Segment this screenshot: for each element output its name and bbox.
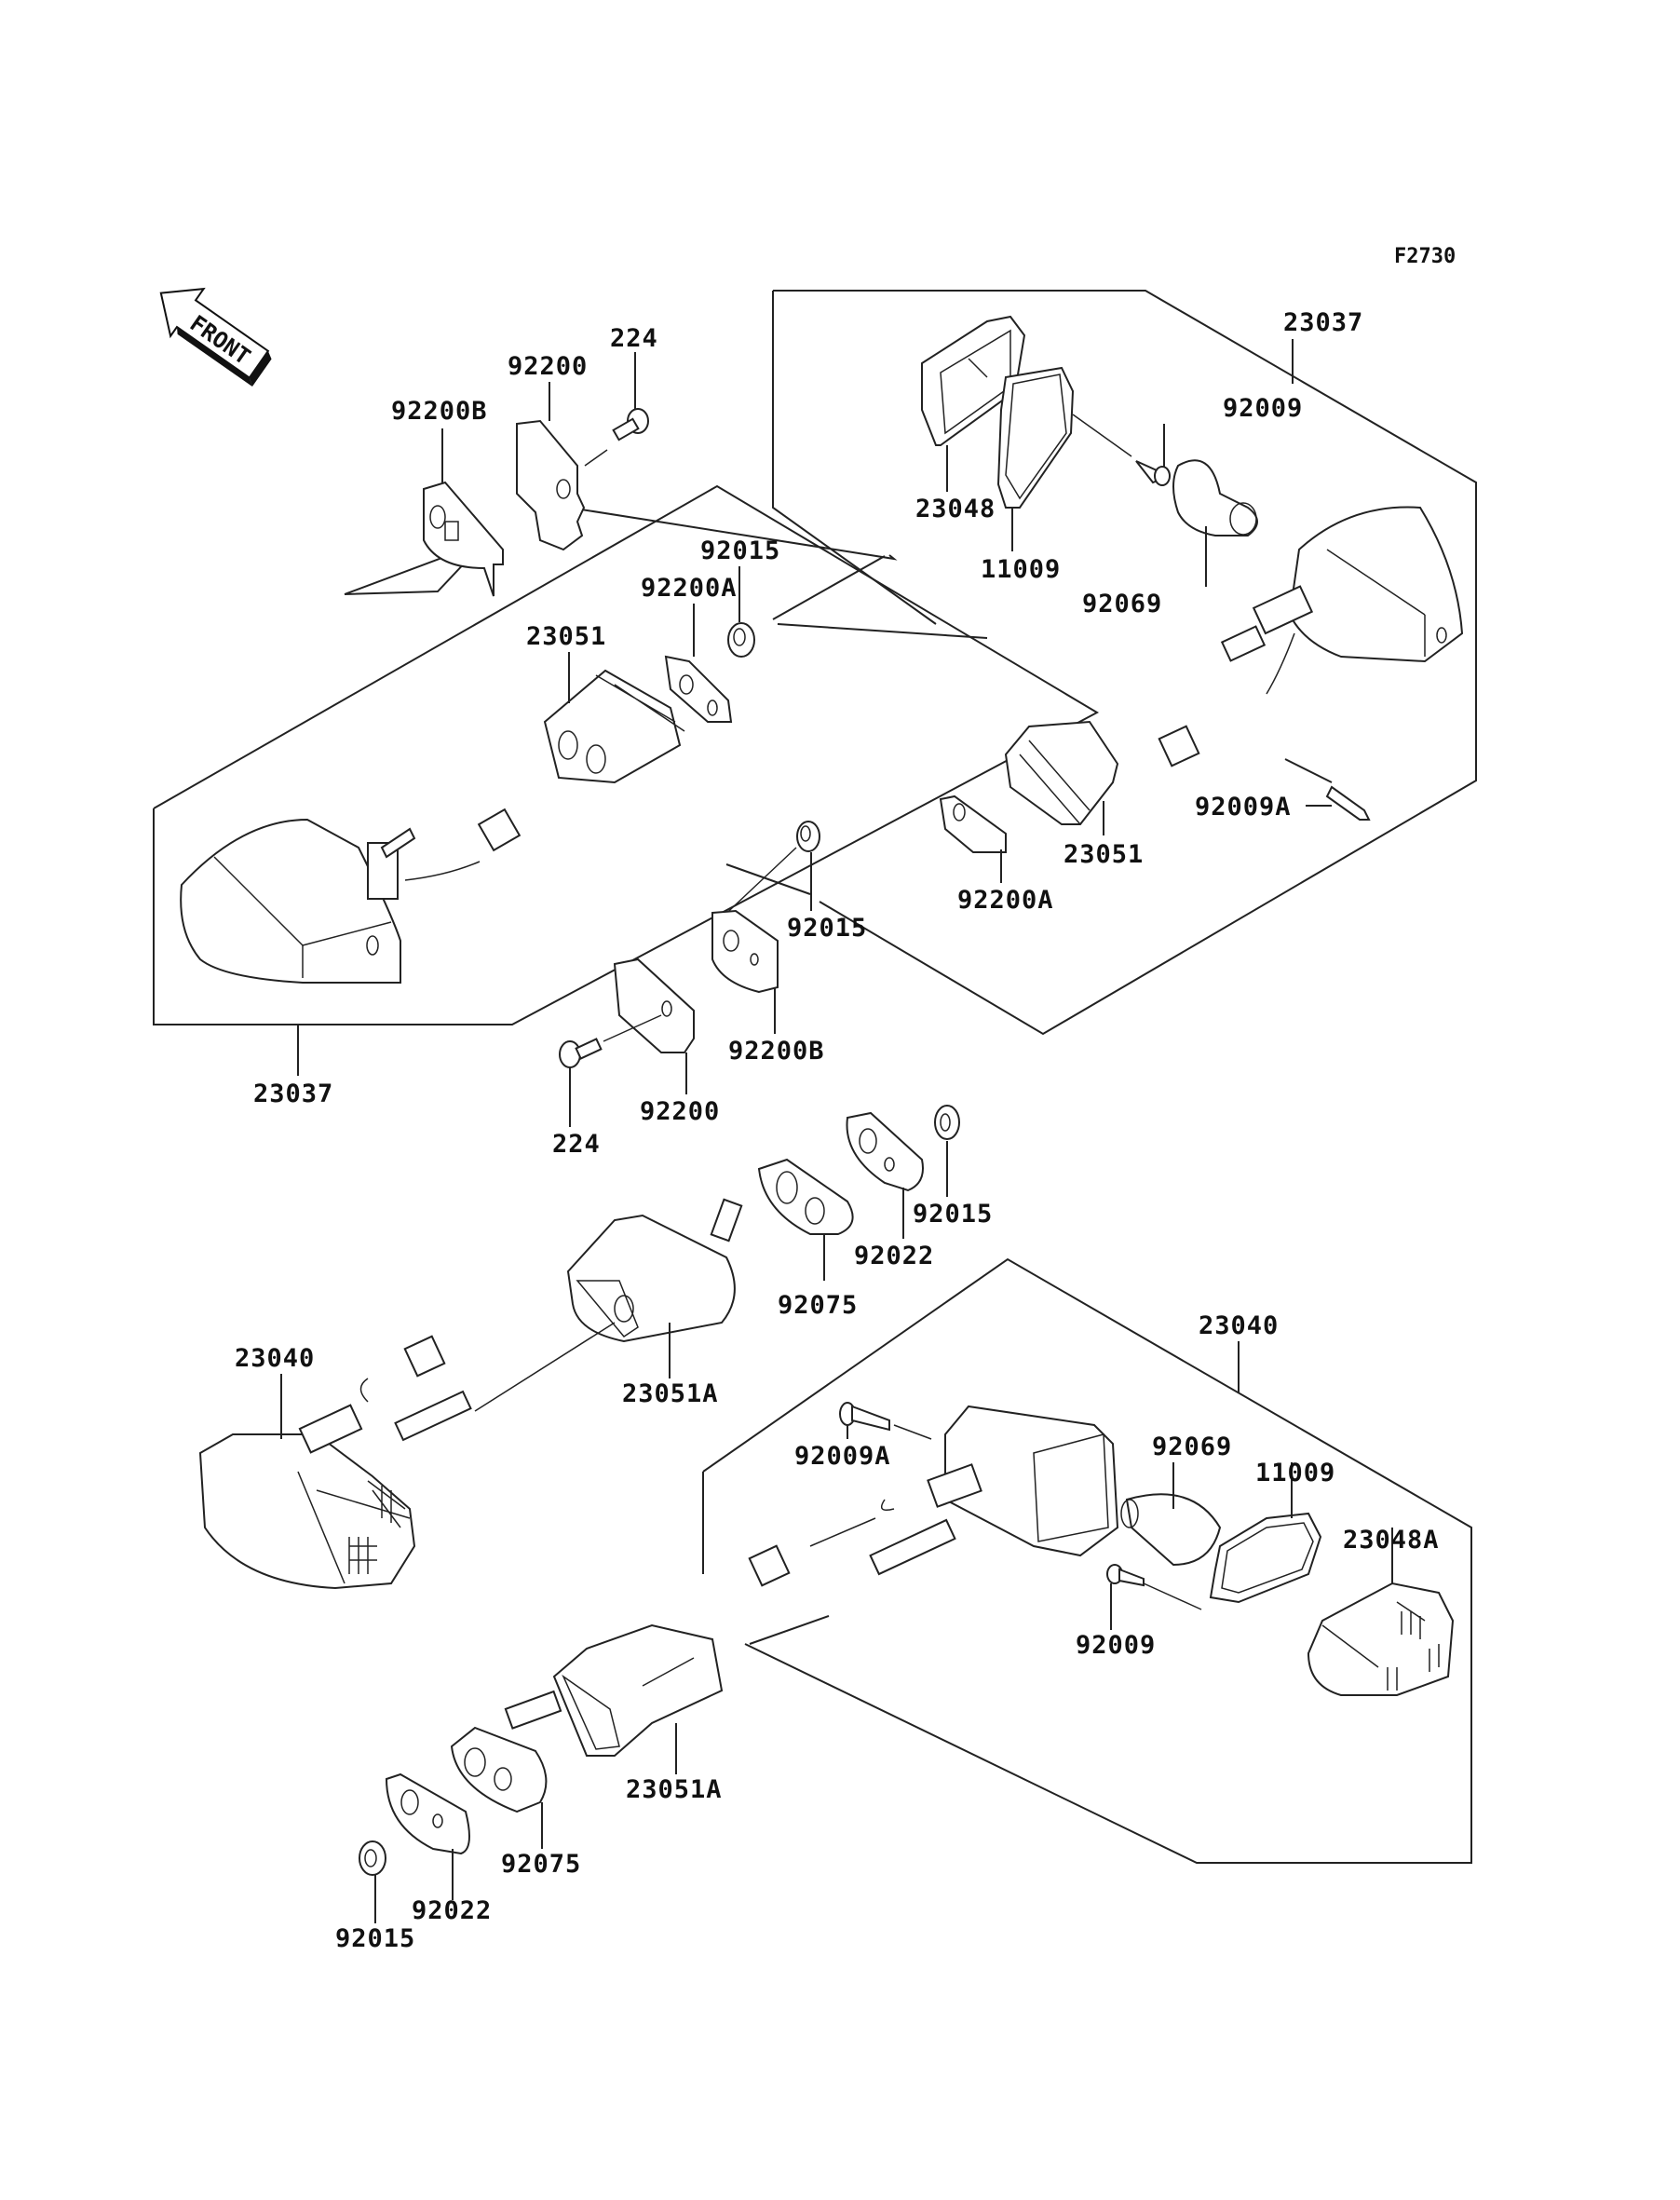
bracket-92200B-upper bbox=[423, 481, 504, 597]
turn-signal-lamp-23037-left bbox=[180, 808, 522, 984]
part-label: 92200 bbox=[508, 352, 588, 381]
washer-plate-92022-low bbox=[846, 1111, 924, 1192]
nut-92015-low bbox=[934, 1105, 960, 1140]
turn-signal-lamp-23040-right bbox=[748, 1405, 1119, 1587]
bulb-92069-low bbox=[1120, 1493, 1222, 1567]
screw-224-upper bbox=[584, 408, 649, 467]
part-label: 92075 bbox=[778, 1291, 858, 1320]
part-label: 23051 bbox=[526, 622, 606, 651]
figure-id: F2730 bbox=[1394, 245, 1456, 268]
part-label: 92015 bbox=[700, 536, 780, 565]
bracket-plate-92200A-mid bbox=[939, 794, 1007, 853]
part-label: 23040 bbox=[235, 1344, 315, 1373]
screw-92009-upper bbox=[1135, 460, 1171, 486]
screw-92009A-low bbox=[839, 1402, 932, 1440]
assembly-frame-23037-right bbox=[725, 290, 1477, 1036]
part-label: 23048 bbox=[915, 495, 996, 523]
part-label: 92200 bbox=[640, 1097, 720, 1126]
part-label: 92200A bbox=[957, 886, 1054, 915]
bracket-plate-92200A-upper bbox=[664, 655, 733, 723]
lens-23048A bbox=[1307, 1582, 1455, 1696]
rubber-boot-23051-right bbox=[1004, 720, 1119, 825]
leader-line bbox=[1072, 414, 1132, 457]
leader-line bbox=[474, 1322, 616, 1412]
rubber-boot-23051A-upper bbox=[566, 1198, 743, 1343]
grommet-92075-low bbox=[757, 1158, 854, 1235]
part-label: 23040 bbox=[1199, 1311, 1279, 1340]
leader-line bbox=[716, 847, 797, 923]
part-label: 23037 bbox=[1283, 308, 1363, 337]
part-label: 92069 bbox=[1152, 1433, 1232, 1461]
bulb-92069-upper bbox=[1172, 459, 1258, 536]
grommet-92075-bottom bbox=[450, 1726, 548, 1813]
part-label: 23048A bbox=[1343, 1526, 1440, 1555]
turn-signal-lamp-23040-left bbox=[198, 1335, 472, 1590]
gasket-11009-low bbox=[1209, 1512, 1322, 1604]
front-arrow-icon: FRONT bbox=[159, 287, 272, 387]
screw-92009-low bbox=[1106, 1564, 1202, 1610]
rubber-boot-23051A-lower bbox=[504, 1623, 724, 1757]
part-label: 92015 bbox=[787, 914, 867, 943]
gasket-11009-upper bbox=[996, 366, 1075, 509]
screw-92009A-upper bbox=[1325, 785, 1371, 821]
nut-92015-mid bbox=[796, 821, 820, 852]
part-label: 23051 bbox=[1064, 840, 1144, 869]
part-label: 92069 bbox=[1082, 590, 1162, 618]
nut-92015-bottom bbox=[359, 1840, 386, 1876]
assembly-frame-23040-right bbox=[702, 1257, 1472, 1864]
part-label: 23037 bbox=[253, 1080, 333, 1108]
washer-plate-92022-bottom bbox=[385, 1772, 470, 1855]
turn-signal-lamp-23037-right bbox=[1158, 506, 1464, 767]
rubber-boot-23051-left bbox=[543, 669, 685, 784]
part-label: 92022 bbox=[412, 1896, 492, 1925]
part-label: 92022 bbox=[854, 1242, 934, 1270]
nut-92015-upper bbox=[727, 622, 755, 658]
screw-224-mid bbox=[559, 1014, 662, 1068]
part-label: 92200B bbox=[728, 1037, 825, 1066]
part-label: 92075 bbox=[501, 1850, 581, 1879]
part-label: 224 bbox=[552, 1130, 601, 1159]
bracket-92200-mid bbox=[613, 957, 695, 1053]
part-label: 11009 bbox=[1255, 1459, 1335, 1487]
part-label: 92009A bbox=[1195, 793, 1292, 822]
part-label: 92009 bbox=[1223, 394, 1303, 423]
part-label: 92200A bbox=[641, 574, 738, 603]
part-label: 23051A bbox=[626, 1775, 723, 1804]
part-label: 23051A bbox=[622, 1379, 719, 1408]
part-label: 92015 bbox=[913, 1200, 993, 1229]
bracket-92200-upper bbox=[516, 419, 586, 551]
part-label: 92200B bbox=[391, 397, 488, 426]
part-label: 92015 bbox=[335, 1924, 415, 1953]
bracket-92200B-mid bbox=[711, 909, 779, 994]
part-label: 224 bbox=[610, 324, 658, 353]
part-label: 92009 bbox=[1076, 1631, 1156, 1660]
part-label: 92009A bbox=[794, 1442, 891, 1471]
part-label: 11009 bbox=[981, 555, 1061, 584]
